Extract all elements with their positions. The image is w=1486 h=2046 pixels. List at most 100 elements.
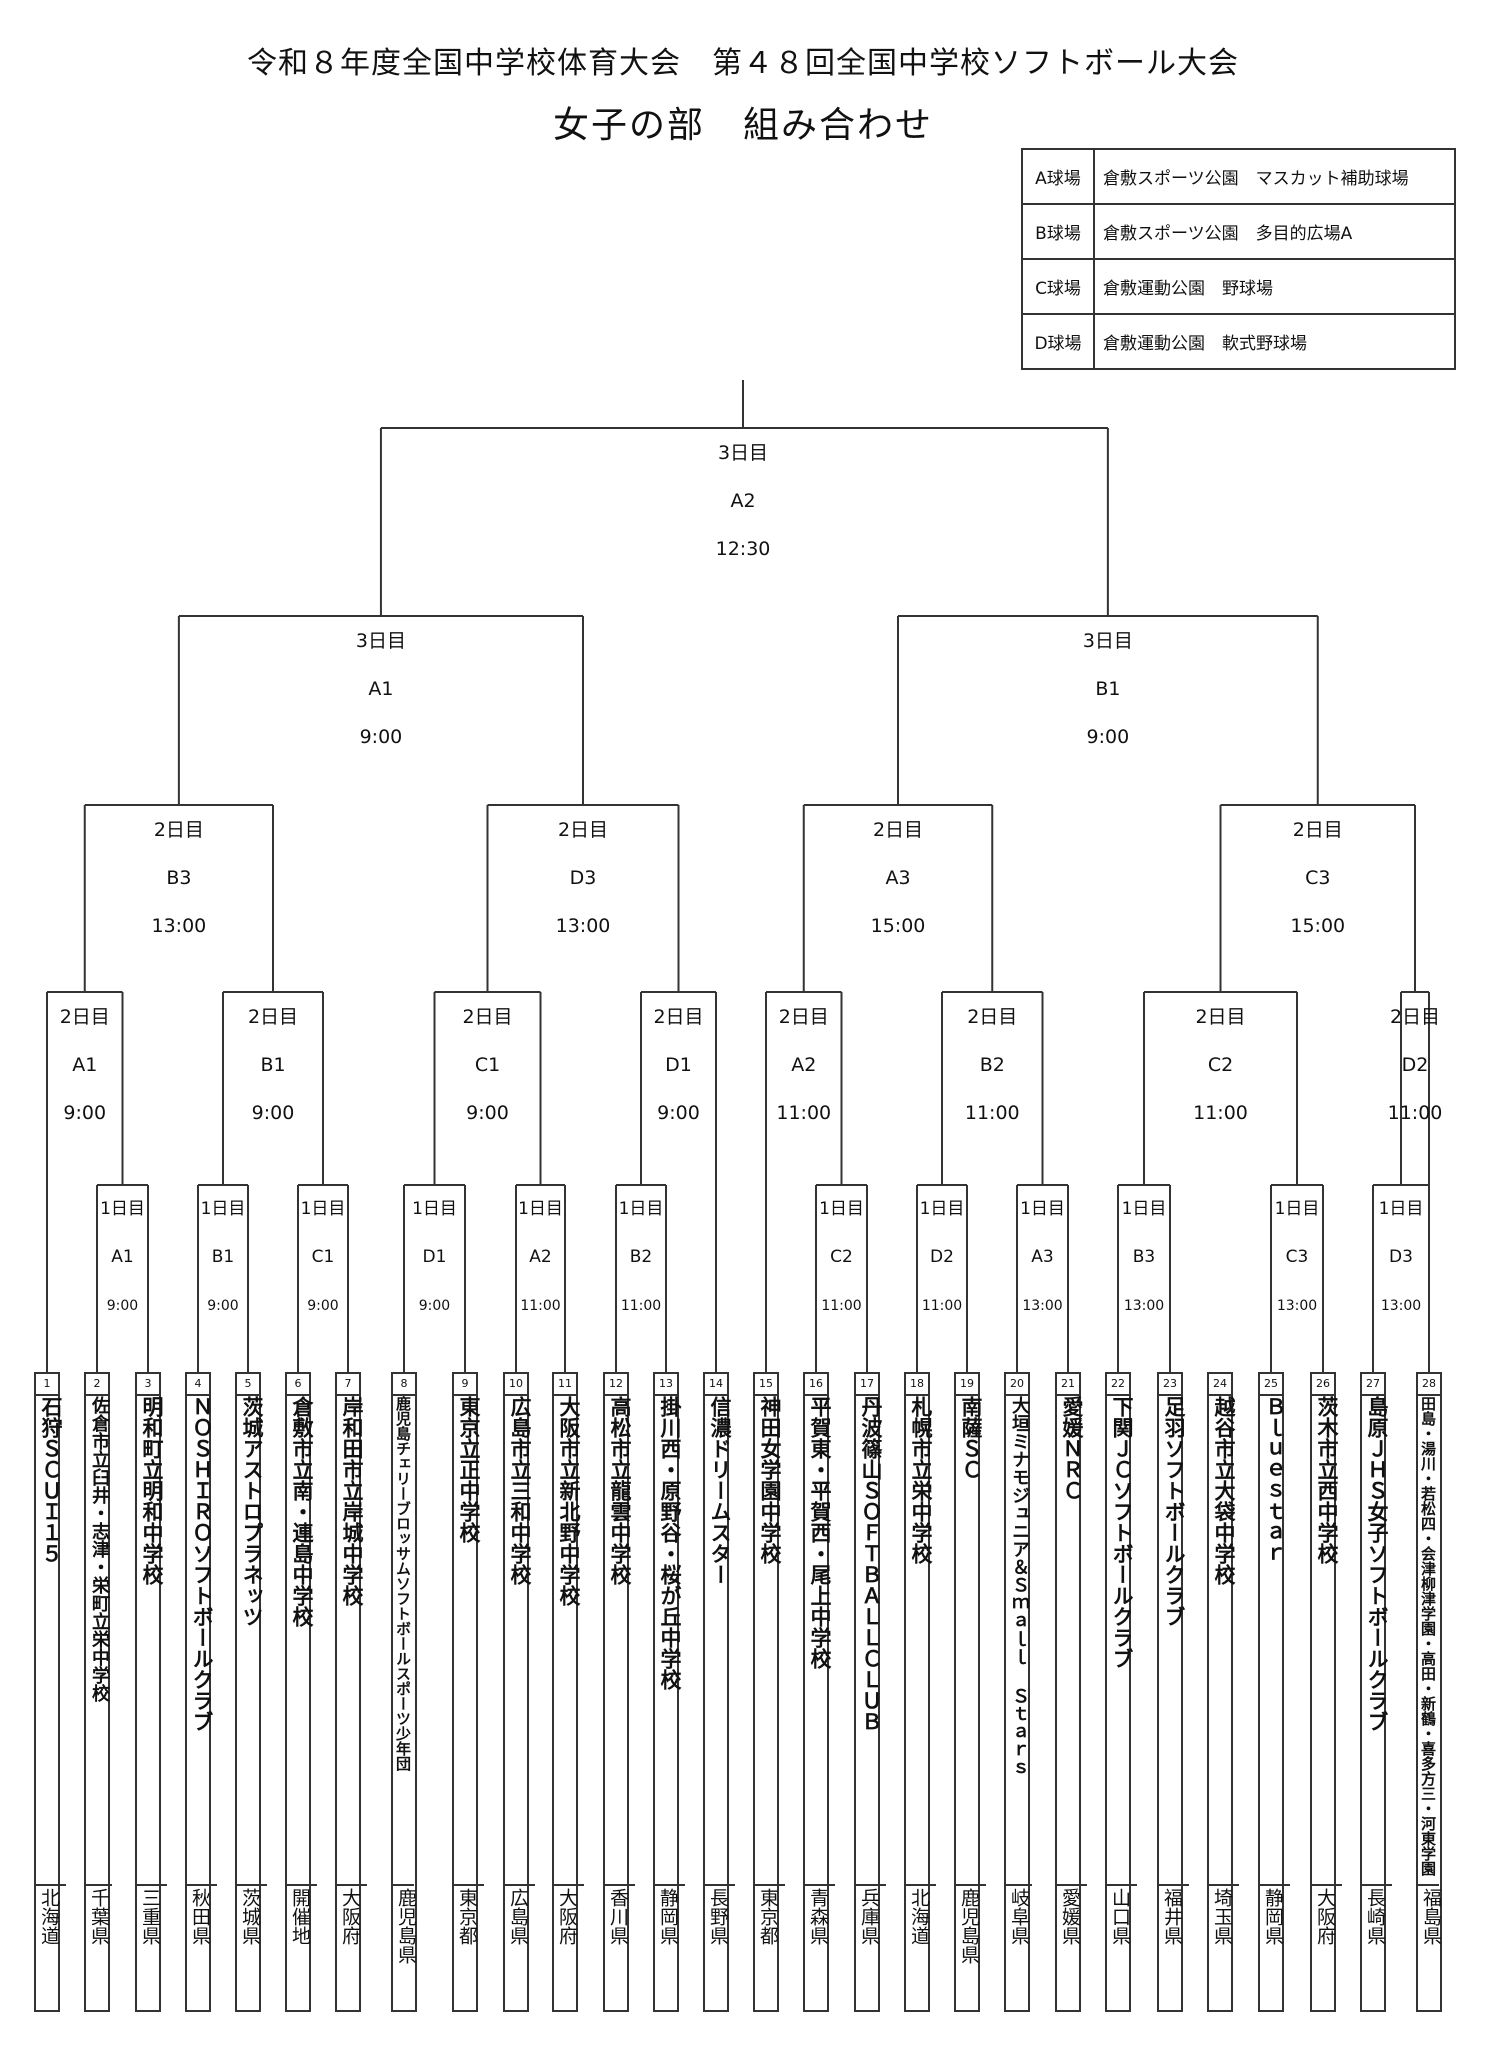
- team-name: 愛媛ＮＲＣ: [1057, 1396, 1087, 1886]
- team-seed: 12: [605, 1374, 627, 1396]
- team-name: 南薩ＳＣ: [956, 1396, 986, 1886]
- match-time: 13:00: [1276, 1298, 1318, 1314]
- team-prefecture: 開催地: [289, 1888, 311, 1945]
- match-day: 2日目: [1195, 1006, 1246, 1028]
- match-time: 13:00: [151, 915, 207, 937]
- match-day: 1日目: [412, 1199, 457, 1219]
- match-time: 15:00: [870, 915, 926, 937]
- venue-row: C球場 倉敷運動公園 野球場: [1021, 258, 1456, 315]
- team-prefecture: 秋田県: [189, 1888, 211, 1945]
- team-name: 広島市立三和中学校: [505, 1396, 535, 1886]
- match-day: 1日目: [100, 1199, 145, 1219]
- team-name: 下関ＪＣソフトボールクラブ: [1107, 1396, 1137, 1886]
- team-name: 神田女学園中学校: [755, 1396, 785, 1886]
- match-day: 3日目: [355, 630, 406, 652]
- match-day: 1日目: [1378, 1199, 1424, 1219]
- match-day: 2日目: [59, 1006, 110, 1028]
- match-court: C1: [474, 1054, 501, 1076]
- match-day: 2日目: [462, 1006, 513, 1028]
- match-time: 12:30: [715, 538, 771, 560]
- match-time: 9:00: [251, 1102, 295, 1124]
- venue-name: 倉敷スポーツ公園 多目的広場A: [1093, 203, 1456, 260]
- match-time: 9:00: [657, 1102, 700, 1124]
- team-prefecture: 愛媛県: [1059, 1888, 1081, 1945]
- match-court: C2: [1207, 1054, 1234, 1076]
- team-name: 岸和田市立岸城中学校: [337, 1396, 367, 1886]
- match-court: B3: [166, 867, 192, 889]
- venue-id: B球場: [1021, 203, 1095, 260]
- team-name: 明和町立明和中学校: [137, 1396, 167, 1886]
- team-prefecture: 鹿児島県: [395, 1888, 417, 1964]
- team-name: 田島・湯川・若松四・会津柳津学園・高田・新鶴・喜多方三・河東学園: [1418, 1396, 1439, 1886]
- match-day: 2日目: [653, 1006, 704, 1028]
- team-prefecture: 静岡県: [1262, 1888, 1284, 1945]
- match-time: 9:00: [418, 1298, 451, 1314]
- team-name: 高松市立龍雲中学校: [605, 1396, 635, 1886]
- team-name: 札幌市立栄中学校: [906, 1396, 936, 1886]
- team-prefecture: 東京都: [456, 1888, 478, 1945]
- match-court: B1: [1095, 678, 1121, 700]
- team-prefecture: 北海道: [908, 1888, 930, 1945]
- team-seed: 17: [856, 1374, 878, 1396]
- team-seed: 25: [1260, 1374, 1282, 1396]
- team-name: 越谷市立大袋中学校: [1209, 1396, 1239, 1886]
- team-prefecture: 岐阜県: [1008, 1888, 1030, 1945]
- venue-id: D球場: [1021, 313, 1095, 370]
- team-name: 東京立正中学校: [454, 1396, 484, 1886]
- team-prefecture: 広島県: [507, 1888, 529, 1945]
- venue-row: A球場 倉敷スポーツ公園 マスカット補助球場: [1021, 148, 1456, 205]
- match-day: 1日目: [1121, 1199, 1167, 1219]
- match-court: A1: [368, 678, 394, 700]
- team-prefecture: 兵庫県: [858, 1888, 880, 1945]
- match-court: A2: [730, 490, 756, 512]
- match-court: A3: [885, 867, 911, 889]
- match-day: 2日目: [967, 1006, 1018, 1028]
- match-time: 9:00: [207, 1298, 239, 1314]
- team-seed: 10: [505, 1374, 527, 1396]
- team-seed: 24: [1209, 1374, 1231, 1396]
- team-seed: 23: [1159, 1374, 1181, 1396]
- team-prefecture: 長野県: [707, 1888, 729, 1945]
- match-time: 15:00: [1290, 915, 1346, 937]
- team-seed: 6: [287, 1374, 309, 1396]
- team-name: 信濃ドリームスター: [705, 1396, 735, 1886]
- team-prefecture: 青森県: [807, 1888, 829, 1945]
- team-seed: 4: [187, 1374, 209, 1396]
- match-court: B2: [629, 1247, 653, 1267]
- team-prefecture: 東京都: [757, 1888, 779, 1945]
- page-title: 令和８年度全国中学校体育大会 第４８回全国中学校ソフトボール大会: [247, 46, 1239, 81]
- venue-row: D球場 倉敷運動公園 軟式野球場: [1021, 313, 1456, 370]
- team-name: 島原ＪＨＳ女子ソフトボールクラブ: [1362, 1396, 1392, 1886]
- match-court: D3: [1389, 1247, 1413, 1267]
- team-seed: 3: [137, 1374, 159, 1396]
- team-seed: 26: [1312, 1374, 1334, 1396]
- match-day: 2日目: [778, 1006, 829, 1028]
- team-prefecture: 千葉県: [88, 1888, 110, 1945]
- team-prefecture: 福井県: [1161, 1888, 1183, 1945]
- match-day: 1日目: [919, 1199, 965, 1219]
- team-prefecture: 香川県: [607, 1888, 629, 1945]
- match-day: 1日目: [618, 1199, 664, 1219]
- match-time: 11:00: [821, 1298, 862, 1314]
- team-seed: 28: [1418, 1374, 1440, 1396]
- match-day: 1日目: [200, 1199, 246, 1219]
- team-seed: 5: [237, 1374, 259, 1396]
- team-name: 倉敷市立南・連島中学校: [287, 1396, 317, 1886]
- team-seed: 1: [36, 1374, 58, 1396]
